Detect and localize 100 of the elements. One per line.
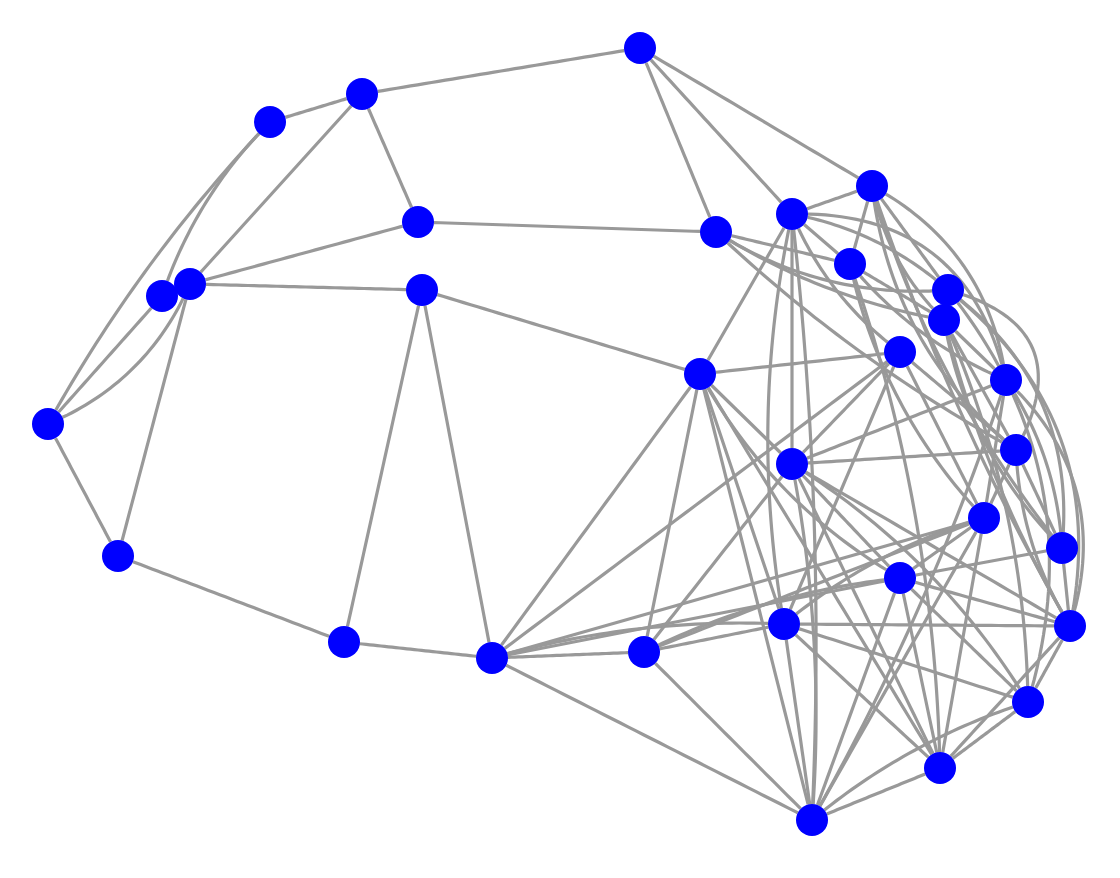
network-edge — [815, 592, 897, 806]
network-edge — [199, 104, 353, 274]
network-edge — [715, 352, 885, 374]
network-edge — [433, 220, 701, 234]
network-edge — [914, 580, 1056, 624]
network-edge — [959, 298, 1066, 534]
network-edge — [798, 627, 1014, 699]
network-edge — [792, 229, 818, 805]
network-edge — [377, 49, 625, 93]
network-edge — [423, 305, 491, 643]
network-edge — [951, 710, 1017, 760]
network-edge — [852, 279, 975, 508]
network-edge — [807, 212, 1004, 366]
network-edge — [800, 622, 1054, 628]
network-edge — [790, 230, 794, 448]
network-edge — [503, 360, 889, 650]
network-edge — [345, 305, 421, 627]
network-edge — [120, 299, 188, 541]
network-edge — [659, 625, 769, 651]
network-edge — [652, 54, 860, 180]
graph-node — [928, 304, 960, 336]
graph-node — [924, 752, 956, 784]
network-edge — [910, 588, 1018, 692]
network-edge — [505, 663, 799, 815]
graph-node — [796, 804, 828, 836]
graph-node — [346, 78, 378, 110]
graph-node — [174, 268, 206, 300]
network-edge — [801, 362, 891, 454]
network-edge — [57, 306, 153, 414]
network-edge — [788, 366, 896, 610]
network-edge — [645, 389, 699, 637]
network-edge — [766, 229, 791, 609]
graph-node — [932, 274, 964, 306]
network-edge — [853, 278, 942, 753]
network-edge — [644, 62, 712, 218]
network-edge — [874, 201, 935, 310]
network-edge — [807, 215, 937, 281]
network-edge — [1021, 463, 1057, 535]
network-edge — [794, 633, 930, 759]
network-edge — [54, 132, 261, 411]
network-edge — [706, 227, 786, 361]
network-edge — [54, 437, 112, 543]
network-edge — [500, 385, 692, 647]
network-edge — [806, 384, 992, 460]
network-edge — [657, 578, 885, 647]
network-edge — [205, 224, 403, 282]
graph-node — [146, 280, 178, 312]
graph-node — [1054, 610, 1086, 642]
network-edge — [728, 238, 929, 319]
network-edge — [872, 200, 1006, 442]
network-edge — [1016, 390, 1085, 612]
network-edge — [879, 197, 941, 279]
network-edge — [859, 275, 993, 375]
network-edge — [806, 189, 858, 211]
network-edge — [706, 387, 888, 572]
network-edge — [948, 334, 1030, 687]
graph-node — [768, 608, 800, 640]
network-edge — [506, 520, 970, 656]
graph-node — [1000, 434, 1032, 466]
network-edge — [726, 241, 1003, 444]
graph-node — [884, 562, 916, 594]
graph-node — [884, 336, 916, 368]
network-edge — [731, 234, 835, 262]
graph-node — [776, 198, 808, 230]
network-edge — [649, 58, 783, 204]
graph-node — [856, 170, 888, 202]
network-edge — [989, 463, 1011, 505]
network-edge — [507, 651, 629, 659]
graph-node — [32, 408, 64, 440]
network-edge — [950, 333, 1010, 437]
network-edge — [797, 477, 935, 755]
network-edge — [959, 299, 1081, 611]
graph-node — [968, 502, 1000, 534]
network-edge — [784, 639, 812, 805]
network-edge — [941, 533, 983, 753]
graph-node — [628, 636, 660, 668]
network-edge — [205, 282, 407, 292]
network-edge — [652, 475, 784, 641]
network-edge — [132, 560, 330, 638]
graph-node — [406, 274, 438, 306]
graph-node — [624, 32, 656, 64]
network-edge — [658, 522, 970, 648]
network-edge — [984, 395, 1006, 503]
network-edge — [797, 227, 889, 344]
network-edge — [901, 593, 939, 753]
network-edge — [801, 474, 891, 568]
network-edge — [795, 521, 970, 616]
network-edge — [956, 301, 1051, 687]
network-edge — [709, 383, 783, 455]
network-edge — [507, 579, 885, 657]
network-edge — [803, 223, 839, 255]
network-edge — [949, 636, 1061, 758]
network-edge — [826, 772, 926, 816]
network-edge — [654, 662, 802, 810]
network-edge — [945, 335, 1053, 538]
network-edge — [807, 449, 1001, 465]
network-edge — [1013, 392, 1063, 533]
graph-node — [684, 358, 716, 390]
graph-node — [776, 448, 808, 480]
network-edge — [706, 386, 934, 756]
